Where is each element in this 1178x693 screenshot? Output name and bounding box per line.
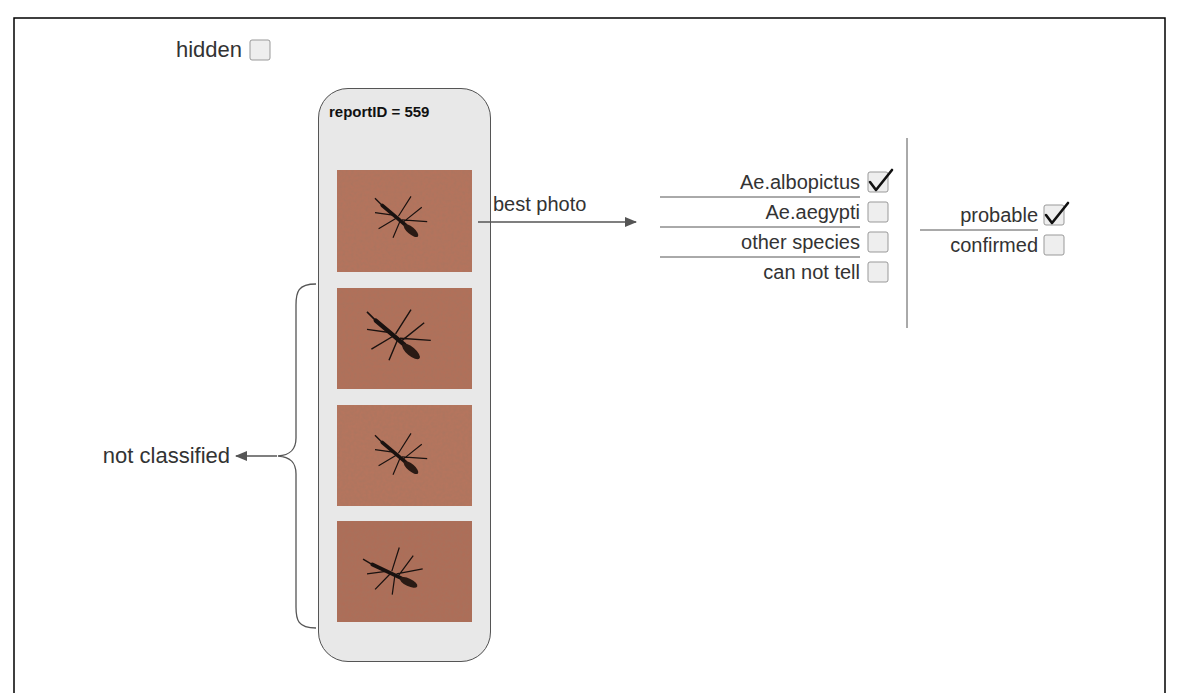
checkboxes (868, 172, 1064, 282)
option-label: other species (741, 231, 860, 254)
checkbox (250, 40, 270, 60)
report-id: reportID = 559 (329, 103, 480, 120)
panel-fill (318, 88, 491, 662)
report-panel: reportID = 559 (318, 88, 491, 662)
option-label: can not tell (763, 261, 860, 284)
hidden-label: hidden (176, 37, 242, 62)
arrow-label: best photo (493, 193, 586, 216)
arrow (478, 221, 636, 223)
brace (278, 284, 316, 628)
option-label: probable (960, 204, 1038, 227)
option-label: Ae.aegypti (765, 201, 860, 224)
separators (660, 138, 1038, 328)
arrow (236, 455, 277, 457)
photos (337, 170, 472, 622)
frame (14, 18, 1165, 693)
group-label: not classified (103, 443, 230, 468)
option-label: confirmed (950, 234, 1038, 257)
option-label: Ae.albopictus (740, 171, 860, 194)
